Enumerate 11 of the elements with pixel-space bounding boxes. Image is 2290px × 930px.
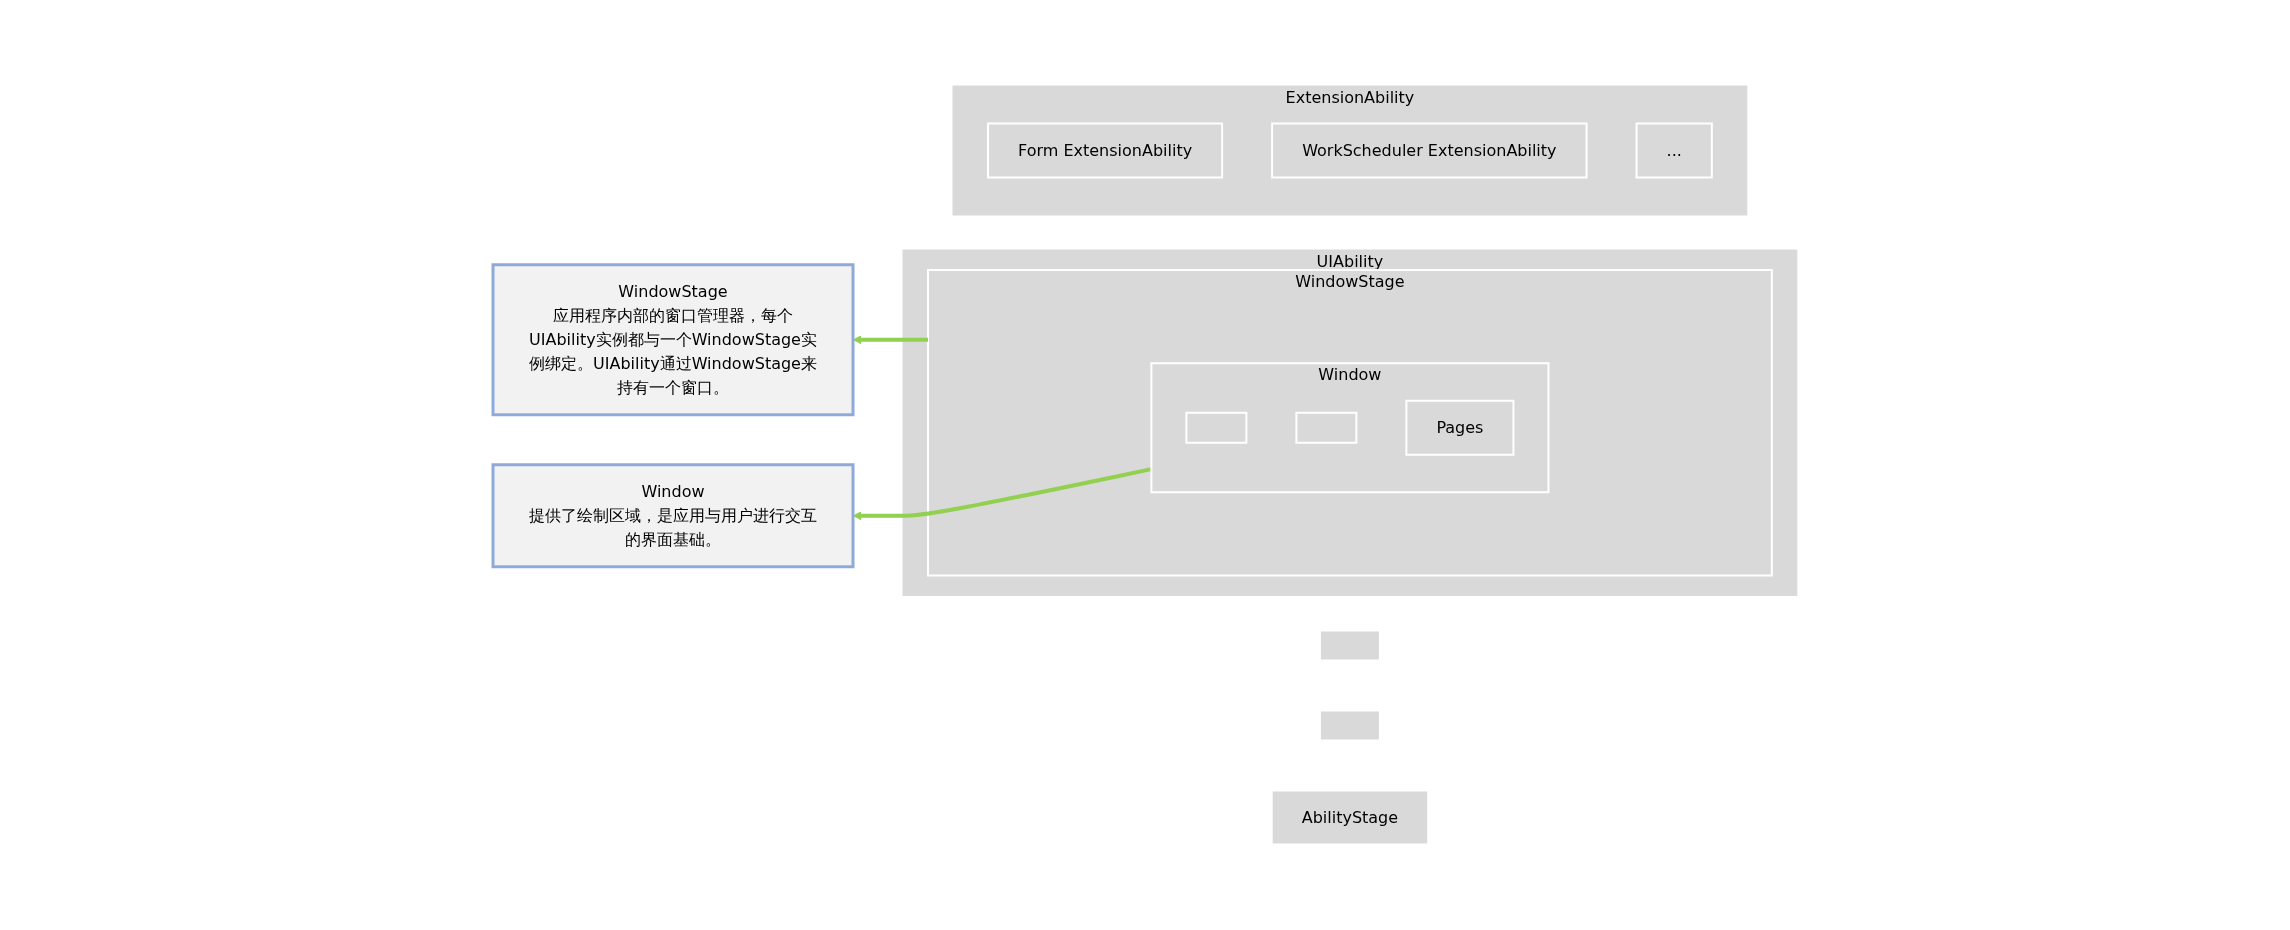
node-box: WorkScheduler ExtensionAbility — [1271, 122, 1588, 179]
node-box — [1295, 411, 1358, 444]
node-box: AbilityStage — [1270, 789, 1430, 846]
node-box — [1185, 411, 1248, 444]
node-box: ... — [1635, 122, 1713, 179]
node-box: Window 提供了绘制区域，是应用与用户进行交互的界面基础。 — [491, 463, 855, 568]
node-box: WindowStage 应用程序内部的窗口管理器，每个UIAbility实例都与一个WindowStage实例绑定。UIAbility通过WindowStage来持有一个窗口。 — [491, 263, 855, 416]
node-box: Form ExtensionAbility — [987, 122, 1224, 179]
node-box — [1319, 709, 1381, 742]
node-box — [1319, 629, 1381, 662]
node-box: Pages — [1405, 399, 1515, 456]
